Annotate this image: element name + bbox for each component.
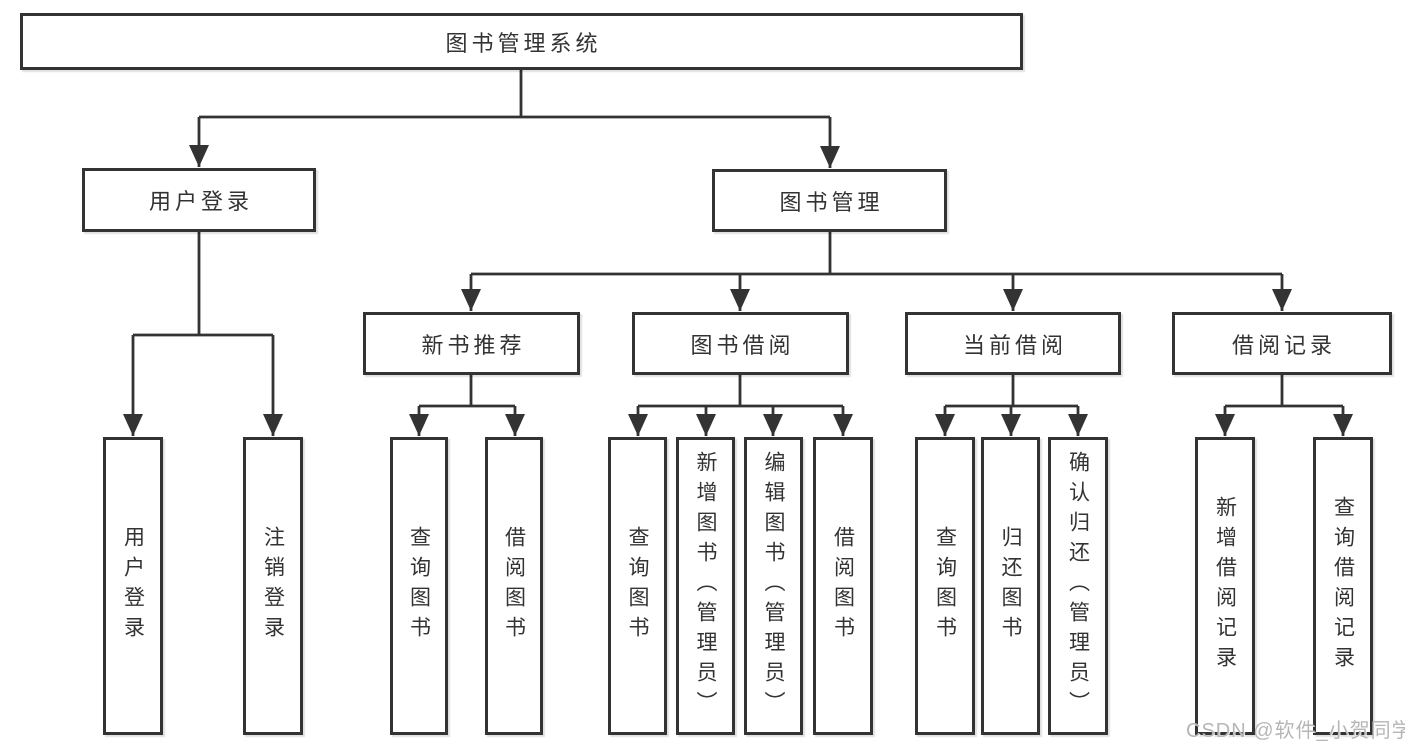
node-book-management: 图书管理 [712, 169, 947, 232]
node-library-management-system: 图书管理系统 [20, 13, 1023, 70]
node-user-login: 用户登录 [82, 168, 316, 232]
node-new-book-recommend: 新书推荐 [363, 312, 580, 375]
leaf-logout-login: 注销登录 [243, 437, 303, 735]
leaf-return-books: 归还图书 [981, 437, 1040, 735]
leaf-query-borrow-record: 查询借阅记录 [1313, 437, 1373, 735]
leaf-edit-book-admin: 编辑图书（管理员） [744, 437, 803, 735]
leaf-query-books-recommend: 查询图书 [390, 437, 448, 735]
leaf-confirm-return-admin: 确认归还（管理员） [1048, 437, 1108, 735]
csdn-watermark: CSDN @软件_小贺同学 [1186, 720, 1405, 742]
leaf-query-books-borrowing: 查询图书 [608, 437, 667, 735]
leaf-borrow-books-recommend: 借阅图书 [485, 437, 543, 735]
leaf-borrow-books-borrowing: 借阅图书 [813, 437, 873, 735]
leaf-user-login: 用户登录 [103, 437, 163, 735]
leaf-query-books-current: 查询图书 [915, 437, 975, 735]
leaf-add-borrow-record: 新增借阅记录 [1195, 437, 1255, 735]
leaf-add-book-admin: 新增图书（管理员） [676, 437, 735, 735]
node-current-borrowing: 当前借阅 [905, 312, 1121, 375]
node-borrowing-records: 借阅记录 [1172, 312, 1392, 375]
node-book-borrowing: 图书借阅 [632, 312, 849, 375]
